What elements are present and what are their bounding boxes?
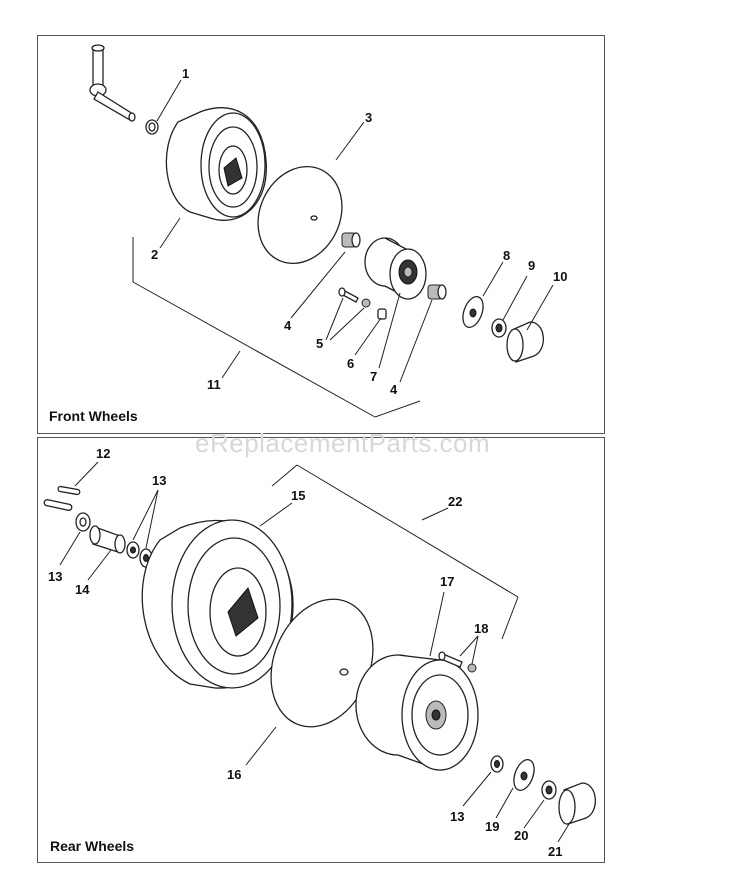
part-11-assembly-bracket	[132, 237, 421, 418]
part-21-hub-cap	[558, 782, 596, 825]
callout-14: 14	[75, 582, 90, 597]
part-6-grease-fitting	[377, 308, 387, 320]
callout-22: 22	[448, 494, 462, 509]
part-14-spacer	[89, 525, 126, 554]
part-19-washer	[513, 759, 535, 791]
part-9-seal	[491, 318, 507, 338]
callout-19: 19	[485, 819, 499, 834]
front-wheels-title: Front Wheels	[49, 408, 138, 424]
callout-13-right: 13	[450, 809, 464, 824]
part-1-washer	[145, 119, 159, 135]
callout-12: 12	[96, 446, 110, 461]
callout-15: 15	[291, 488, 305, 503]
part-20-seal	[541, 780, 557, 800]
part-10-hub-cap	[506, 321, 544, 363]
part-2-front-tire	[165, 107, 267, 221]
part-5-bolt	[338, 287, 371, 308]
part-22-assembly-bracket	[271, 464, 519, 640]
part-8-washer	[462, 296, 484, 328]
callout-7: 7	[370, 369, 377, 384]
callout-labels: 1 2 3 4 5 6 7 4 8 9 10 11 12 13 13 14 15…	[48, 66, 567, 859]
callout-18: 18	[474, 621, 488, 636]
part-13-washer-right	[490, 755, 504, 773]
callout-10: 10	[553, 269, 567, 284]
callout-13-top: 13	[152, 473, 166, 488]
callout-4-outer: 4	[390, 382, 398, 397]
rear-wheels-title: Rear Wheels	[50, 838, 135, 854]
part-4-bearing	[341, 232, 361, 248]
part-4-bearing-outer	[427, 284, 447, 300]
callout-2: 2	[151, 247, 158, 262]
callout-13-left: 13	[48, 569, 62, 584]
part-3-tube	[257, 165, 343, 265]
rear-leader-lines	[59, 461, 570, 843]
part-7-front-rim	[364, 237, 427, 300]
callout-6: 6	[347, 356, 354, 371]
callout-3: 3	[365, 110, 372, 125]
callout-8: 8	[503, 248, 510, 263]
callout-1: 1	[182, 66, 189, 81]
part-17-rear-rim	[355, 654, 479, 771]
callout-16: 16	[227, 767, 241, 782]
callout-4-inner: 4	[284, 318, 292, 333]
callout-9: 9	[528, 258, 535, 273]
part-18-valve-stem	[438, 651, 477, 673]
callout-11: 11	[207, 377, 221, 392]
callout-21: 21	[548, 844, 562, 859]
part-12-pins	[43, 485, 81, 511]
part-15-rear-tire	[141, 519, 294, 689]
part-13-washer-left	[75, 512, 91, 532]
callout-17: 17	[440, 574, 454, 589]
callout-20: 20	[514, 828, 528, 843]
callout-5: 5	[316, 336, 323, 351]
watermark: eReplacementParts.com	[195, 428, 491, 458]
spindle-assembly	[89, 44, 136, 122]
front-leader-lines	[156, 79, 554, 383]
